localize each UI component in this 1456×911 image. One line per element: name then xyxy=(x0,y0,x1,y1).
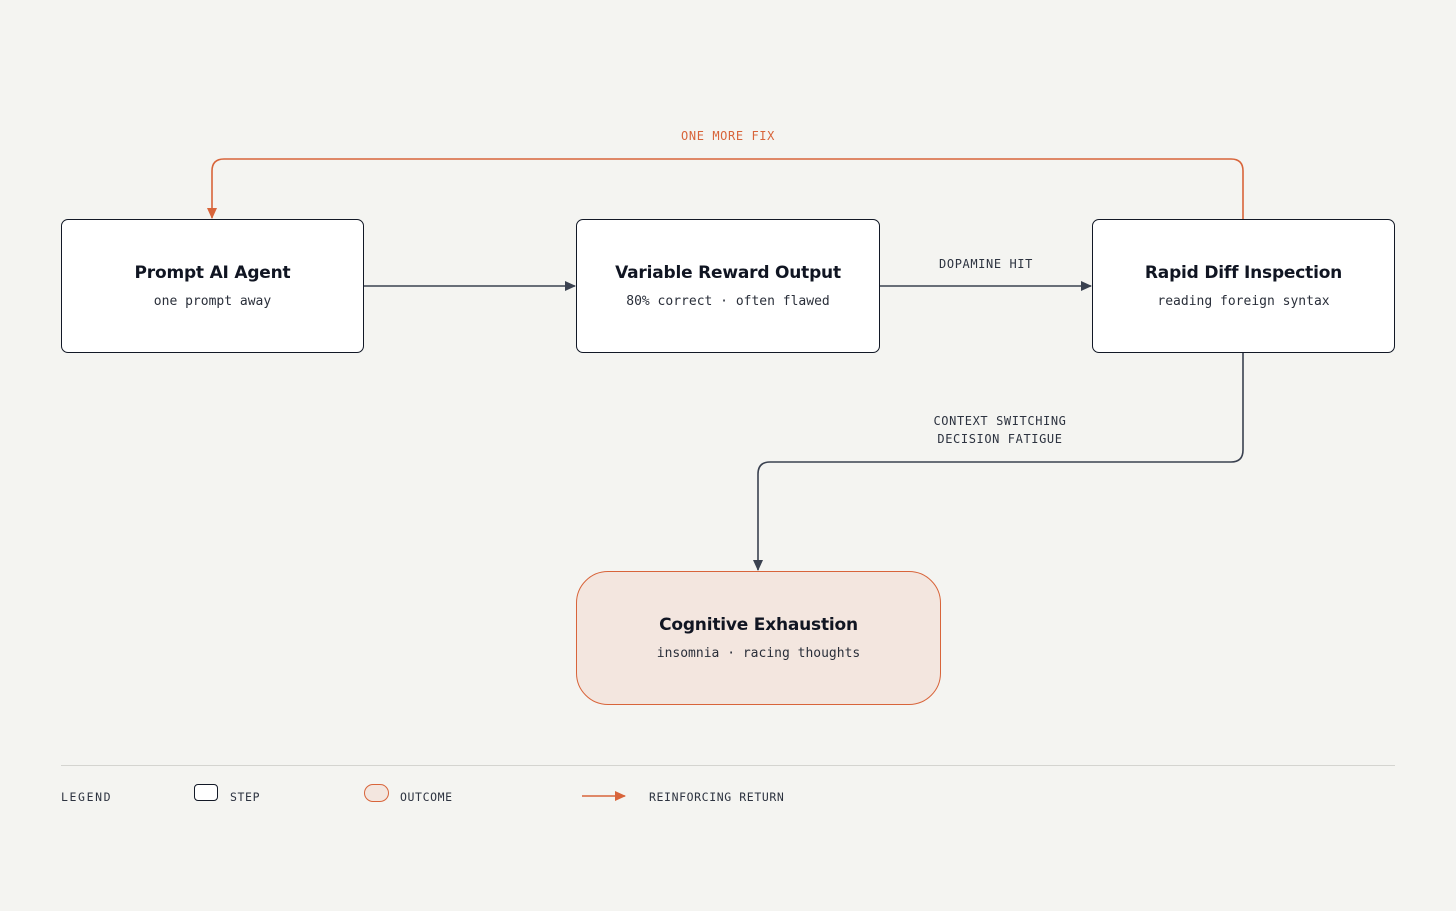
edge-label-context-switching: CONTEXT SWITCHING xyxy=(933,414,1067,428)
legend-divider xyxy=(61,765,1395,766)
node-subtitle: insomnia · racing thoughts xyxy=(656,646,861,661)
node-subtitle: reading foreign syntax xyxy=(1157,294,1330,309)
node-prompt-ai-agent: Prompt AI Agent one prompt away xyxy=(61,219,364,353)
edge-diff-to-exhaustion xyxy=(753,353,1244,571)
legend-outcome-label: OUTCOME xyxy=(400,790,453,804)
edge-label-dopamine-hit: DOPAMINE HIT xyxy=(939,257,1033,271)
node-title: Cognitive Exhaustion xyxy=(659,615,858,635)
edge-label-decision-fatigue: DECISION FATIGUE xyxy=(937,432,1063,446)
node-cognitive-exhaustion: Cognitive Exhaustion insomnia · racing t… xyxy=(576,571,941,705)
legend-outcome-swatch xyxy=(364,784,389,802)
legend-title: LEGEND xyxy=(61,790,113,804)
node-title: Prompt AI Agent xyxy=(134,263,291,283)
edge-label-one-more-fix: ONE MORE FIX xyxy=(681,129,775,143)
node-variable-reward-output: Variable Reward Output 80% correct · oft… xyxy=(576,219,880,353)
node-title: Rapid Diff Inspection xyxy=(1144,263,1343,283)
edge-reinforcing-loop xyxy=(207,158,1244,219)
node-title: Variable Reward Output xyxy=(615,263,841,283)
legend-step-label: STEP xyxy=(230,790,261,804)
legend-reinforcing-label: REINFORCING RETURN xyxy=(649,790,785,804)
node-subtitle: 80% correct · often flawed xyxy=(626,294,830,309)
node-subtitle: one prompt away xyxy=(153,294,272,309)
legend-step-swatch xyxy=(194,784,218,801)
node-rapid-diff-inspection: Rapid Diff Inspection reading foreign sy… xyxy=(1092,219,1395,353)
